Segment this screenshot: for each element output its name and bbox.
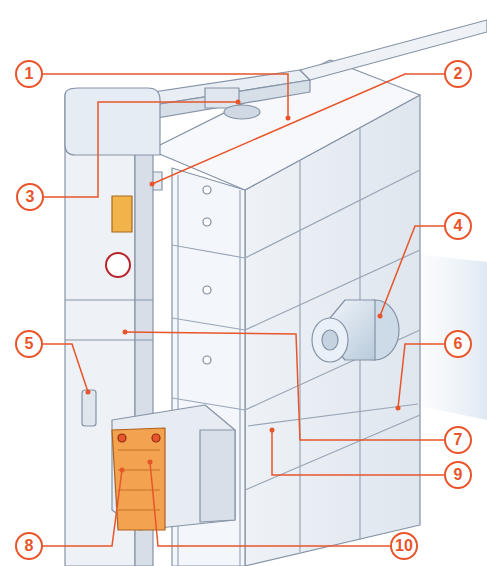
callout-number: 8	[15, 532, 43, 560]
callout-number: 1	[15, 60, 43, 88]
leader-dots	[86, 100, 401, 473]
callout-number: 6	[444, 330, 472, 358]
callout-circles	[16, 61, 471, 559]
callout-number: 3	[16, 183, 44, 211]
leader-lines	[43, 74, 444, 546]
callout-number: 4	[444, 212, 472, 240]
callout-number: 10	[390, 532, 418, 560]
callout-number: 7	[444, 426, 472, 454]
callout-number: 9	[444, 461, 472, 489]
callout-number: 2	[444, 60, 472, 88]
callout-number: 5	[15, 330, 43, 358]
